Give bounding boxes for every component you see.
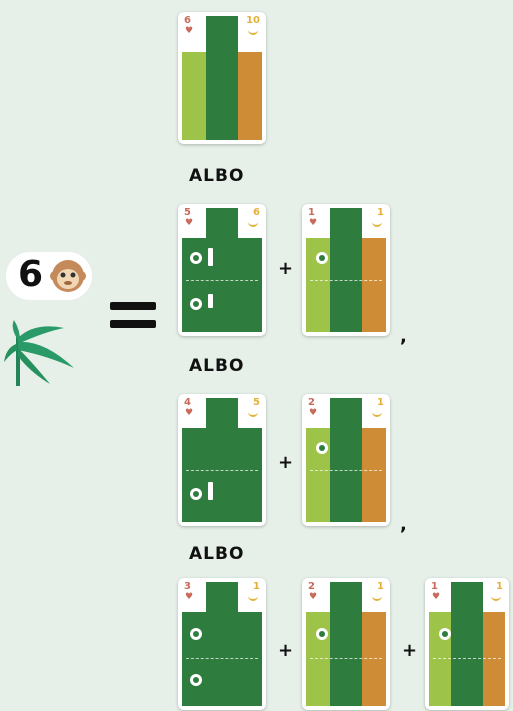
- card-divider: [433, 658, 501, 659]
- banana-icon: [372, 593, 382, 601]
- banana-icon: [372, 409, 382, 417]
- banana-icon: [248, 593, 258, 601]
- banana-count: 10: [246, 15, 260, 26]
- card-number: 5: [184, 207, 191, 218]
- suit-icon: ♥: [432, 592, 440, 602]
- action-icon: [316, 442, 328, 454]
- albo-label: ALBO: [189, 356, 244, 376]
- banana-icon: [372, 219, 382, 227]
- banana-count: 1: [253, 581, 260, 592]
- card-divider: [310, 658, 382, 659]
- target-value: 6: [18, 254, 43, 295]
- card-2: 2 ♥ 1: [302, 578, 390, 710]
- effect-bar: [208, 294, 213, 308]
- card-2: 2 ♥ 1: [302, 394, 390, 526]
- plus-sign: +: [402, 640, 417, 661]
- albo-label: ALBO: [189, 166, 244, 186]
- card-number: 2: [308, 397, 315, 408]
- effect-bar: [208, 248, 213, 266]
- plus-sign: +: [278, 258, 293, 279]
- card-1: 1 ♥ 1: [302, 204, 390, 336]
- action-icon: [190, 252, 202, 264]
- banana-count: 1: [496, 581, 503, 592]
- action-icon: [190, 628, 202, 640]
- banana-icon: [248, 27, 258, 35]
- card-number: 1: [308, 207, 315, 218]
- effect-bar: [208, 482, 213, 500]
- action-icon: [316, 628, 328, 640]
- card-number: 3: [184, 581, 191, 592]
- action-icon: [190, 488, 202, 500]
- suit-icon: ♥: [185, 592, 193, 602]
- card-divider: [186, 280, 258, 281]
- comma: ,: [400, 326, 407, 347]
- suit-icon: ♥: [185, 26, 193, 36]
- action-icon: [316, 252, 328, 264]
- suit-icon: ♥: [185, 218, 193, 228]
- card-divider: [186, 658, 258, 659]
- card-1: 1 ♥ 1: [425, 578, 509, 710]
- card-divider: [186, 470, 258, 471]
- card-number: 6: [184, 15, 191, 26]
- palm-leaf-icon: [4, 318, 80, 388]
- action-icon: [190, 298, 202, 310]
- suit-icon: ♥: [309, 218, 317, 228]
- equals-sign: [110, 300, 156, 330]
- card-number: 2: [308, 581, 315, 592]
- albo-label: ALBO: [189, 544, 244, 564]
- comma: ,: [400, 514, 407, 535]
- suit-icon: ♥: [185, 408, 193, 418]
- suit-icon: ♥: [309, 592, 317, 602]
- banana-icon: [491, 593, 501, 601]
- card-4: 4 ♥ 5: [178, 394, 266, 526]
- suit-icon: ♥: [309, 408, 317, 418]
- banana-count: 1: [377, 397, 384, 408]
- card-divider: [310, 470, 382, 471]
- plus-sign: +: [278, 640, 293, 661]
- banana-count: 1: [377, 581, 384, 592]
- card-number: 1: [431, 581, 438, 592]
- plus-sign: +: [278, 452, 293, 473]
- card-5: 5 ♥ 6: [178, 204, 266, 336]
- banana-icon: [248, 219, 258, 227]
- banana-count: 5: [253, 397, 260, 408]
- target-badge: 6: [6, 252, 92, 300]
- action-icon: [190, 674, 202, 686]
- banana-count: 6: [253, 207, 260, 218]
- banana-icon: [248, 409, 258, 417]
- card-divider: [310, 280, 382, 281]
- card-number: 4: [184, 397, 191, 408]
- card-6: 6 ♥ 10: [178, 12, 266, 144]
- monkey-face-icon: [50, 258, 86, 294]
- card-3: 3 ♥ 1: [178, 578, 266, 710]
- banana-count: 1: [377, 207, 384, 218]
- action-icon: [439, 628, 451, 640]
